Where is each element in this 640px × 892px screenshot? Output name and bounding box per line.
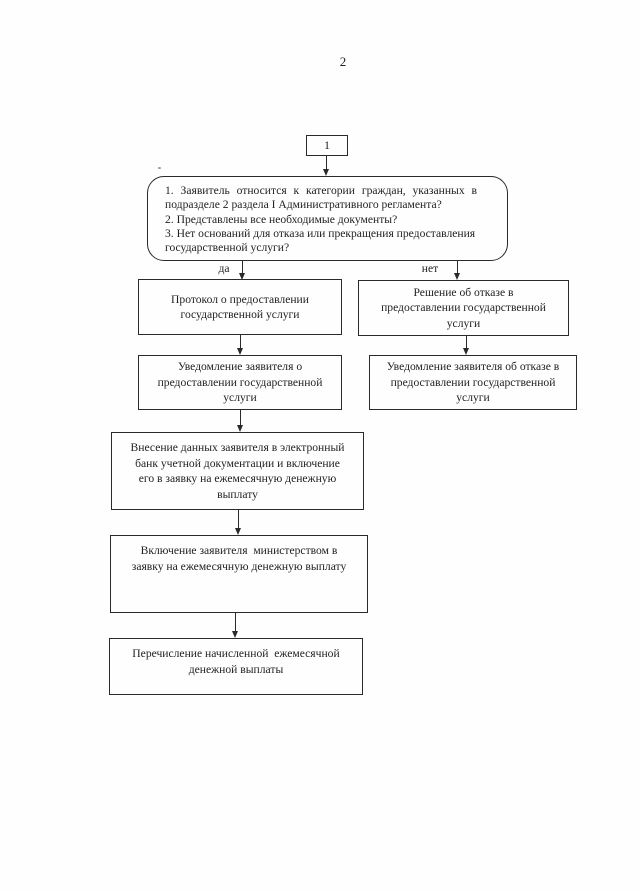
node-notify-grant-text: Уведомление заявителя о предоставлении г… [157, 360, 323, 405]
node-ministry-inclusion: Включение заявителя министерством в заяв… [110, 535, 368, 613]
node-protocol-text: Протокол о предоставлении государственно… [171, 292, 309, 322]
node-data-entry: Внесение данных заявителя в электронный … [111, 432, 364, 510]
decision-conditions-node: 1. Заявитель относится к категории гражд… [147, 176, 508, 261]
connector-line [239, 335, 241, 349]
flowchart-start-node: 1 [306, 135, 348, 156]
node-data-entry-text: Внесение данных заявителя в электронный … [130, 441, 345, 501]
branch-label-no: нет [421, 262, 439, 275]
scan-artifact-dot [158, 167, 161, 169]
arrowhead-icon [236, 425, 243, 432]
connector-line [465, 336, 467, 349]
connector-line [456, 261, 458, 274]
connector-line [239, 410, 241, 426]
decision-line: государственной услуги? [165, 241, 290, 255]
node-refusal-text: Решение об отказе в предоставлении госуд… [381, 285, 546, 330]
node-protocol: Протокол о предоставлении государственно… [138, 279, 342, 335]
connector-line [234, 613, 236, 632]
node-notify-refusal-text: Уведомление заявителя об отказе в предос… [386, 360, 560, 405]
arrowhead-icon [238, 273, 245, 280]
node-payment-transfer: Перечисление начисленной ежемесячной ден… [109, 638, 363, 695]
arrowhead-icon [236, 348, 243, 355]
connector-line [237, 510, 239, 529]
arrowhead-icon [322, 169, 329, 176]
decision-line: подразделе 2 раздела I Административного… [165, 198, 442, 212]
arrowhead-icon [231, 631, 238, 638]
connector-line [325, 156, 327, 170]
arrowhead-icon [462, 348, 469, 355]
decision-line: 1. Заявитель относится к категории гражд… [165, 184, 477, 197]
decision-line: 3. Нет оснований для отказа или прекраще… [165, 226, 476, 240]
node-notify-grant: Уведомление заявителя о предоставлении г… [138, 355, 342, 410]
arrowhead-icon [453, 273, 460, 280]
start-node-label: 1 [324, 138, 330, 152]
connector-line [241, 261, 243, 274]
node-payment-transfer-text: Перечисление начисленной ежемесячной ден… [132, 647, 340, 676]
node-ministry-inclusion-text: Включение заявителя министерством в заяв… [131, 544, 347, 573]
branch-label-yes: да [218, 262, 230, 275]
decision-line: 2. Представлены все необходимые документ… [165, 212, 398, 226]
node-refusal-decision: Решение об отказе в предоставлении госуд… [358, 280, 569, 336]
page-number: 2 [339, 54, 347, 69]
node-notify-refusal: Уведомление заявителя об отказе в предос… [369, 355, 577, 410]
arrowhead-icon [234, 528, 241, 535]
